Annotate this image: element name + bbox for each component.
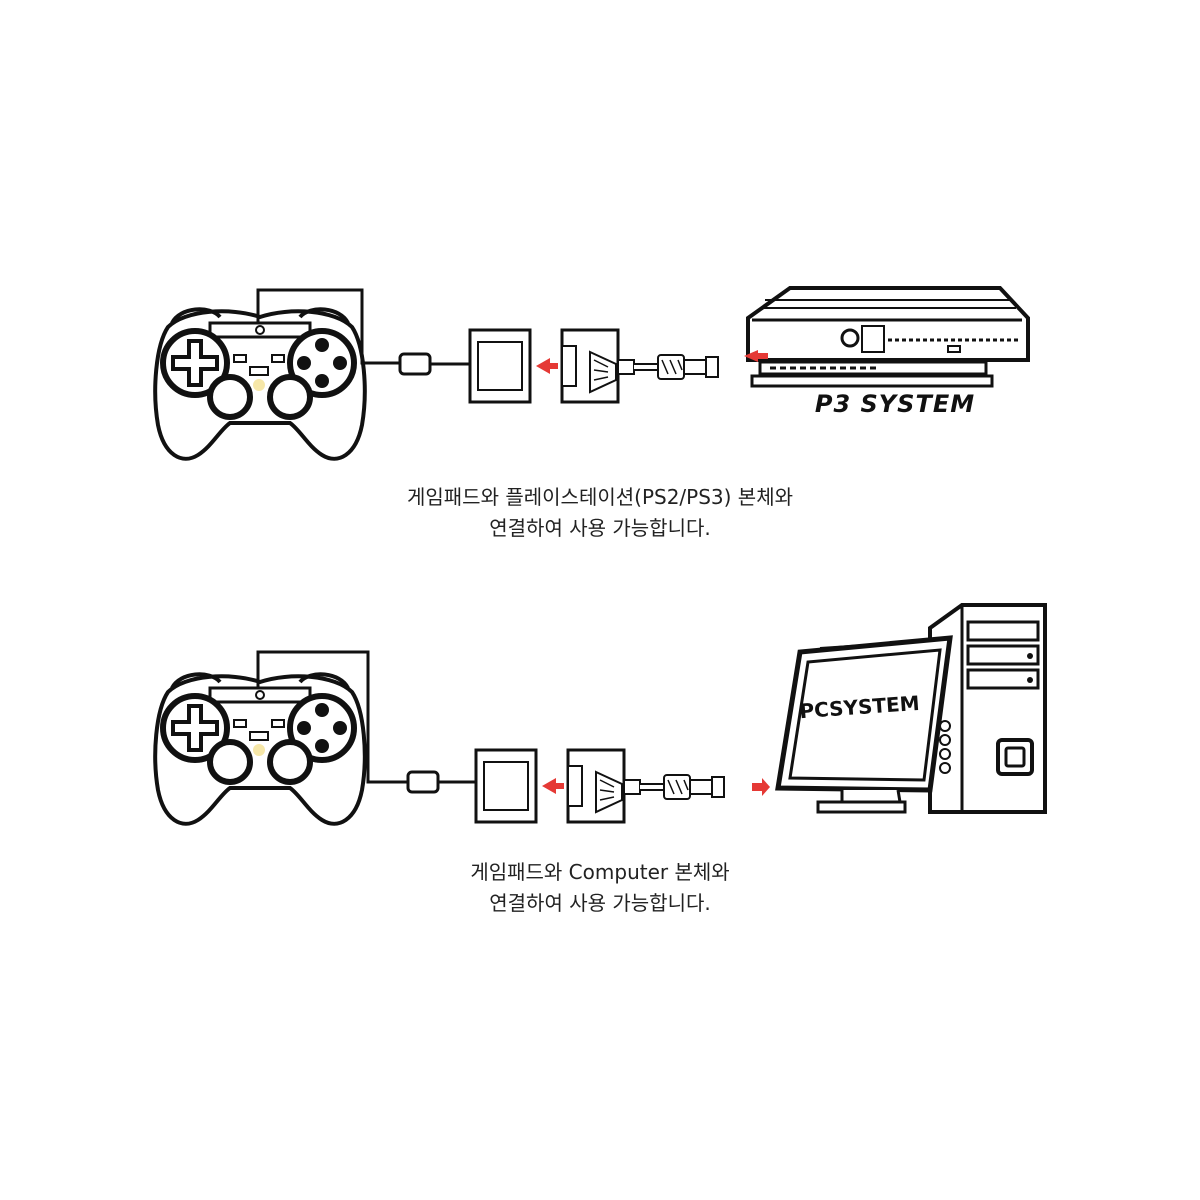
- pc-tower-icon: [928, 603, 1047, 814]
- caption-line: 연결하여 사용 가능합니다.: [489, 891, 711, 915]
- caption-line: 연결하여 사용 가능합니다.: [489, 516, 711, 540]
- controller-cable: [256, 288, 400, 365]
- ferrite-core: [398, 352, 432, 376]
- controller-cable: [256, 650, 408, 784]
- usb-adapter-icon: [470, 330, 718, 402]
- pc-caption: 게임패드와 Computer 본체와 연결하여 사용 가능합니다.: [0, 857, 1200, 919]
- usb-adapter-icon: [476, 750, 724, 822]
- gamepad-icon: [155, 674, 365, 823]
- section-pc: PCSYSTEM: [155, 603, 1047, 824]
- arrow-icon: [752, 778, 770, 796]
- ps3-caption: 게임패드와 플레이스테이션(PS2/PS3) 본체와 연결하여 사용 가능합니다…: [0, 482, 1200, 544]
- section-ps3: P3 SYSTEM: [155, 286, 1030, 459]
- ps3-system-label: P3 SYSTEM: [815, 390, 975, 418]
- monitor-icon: [775, 635, 953, 814]
- gamepad-icon: [155, 309, 365, 458]
- caption-line: 게임패드와 플레이스테이션(PS2/PS3) 본체와: [406, 485, 794, 509]
- ferrite-core: [406, 770, 440, 794]
- ps3-console-icon: [744, 286, 1030, 388]
- caption-line: 게임패드와 Computer 본체와: [470, 860, 730, 884]
